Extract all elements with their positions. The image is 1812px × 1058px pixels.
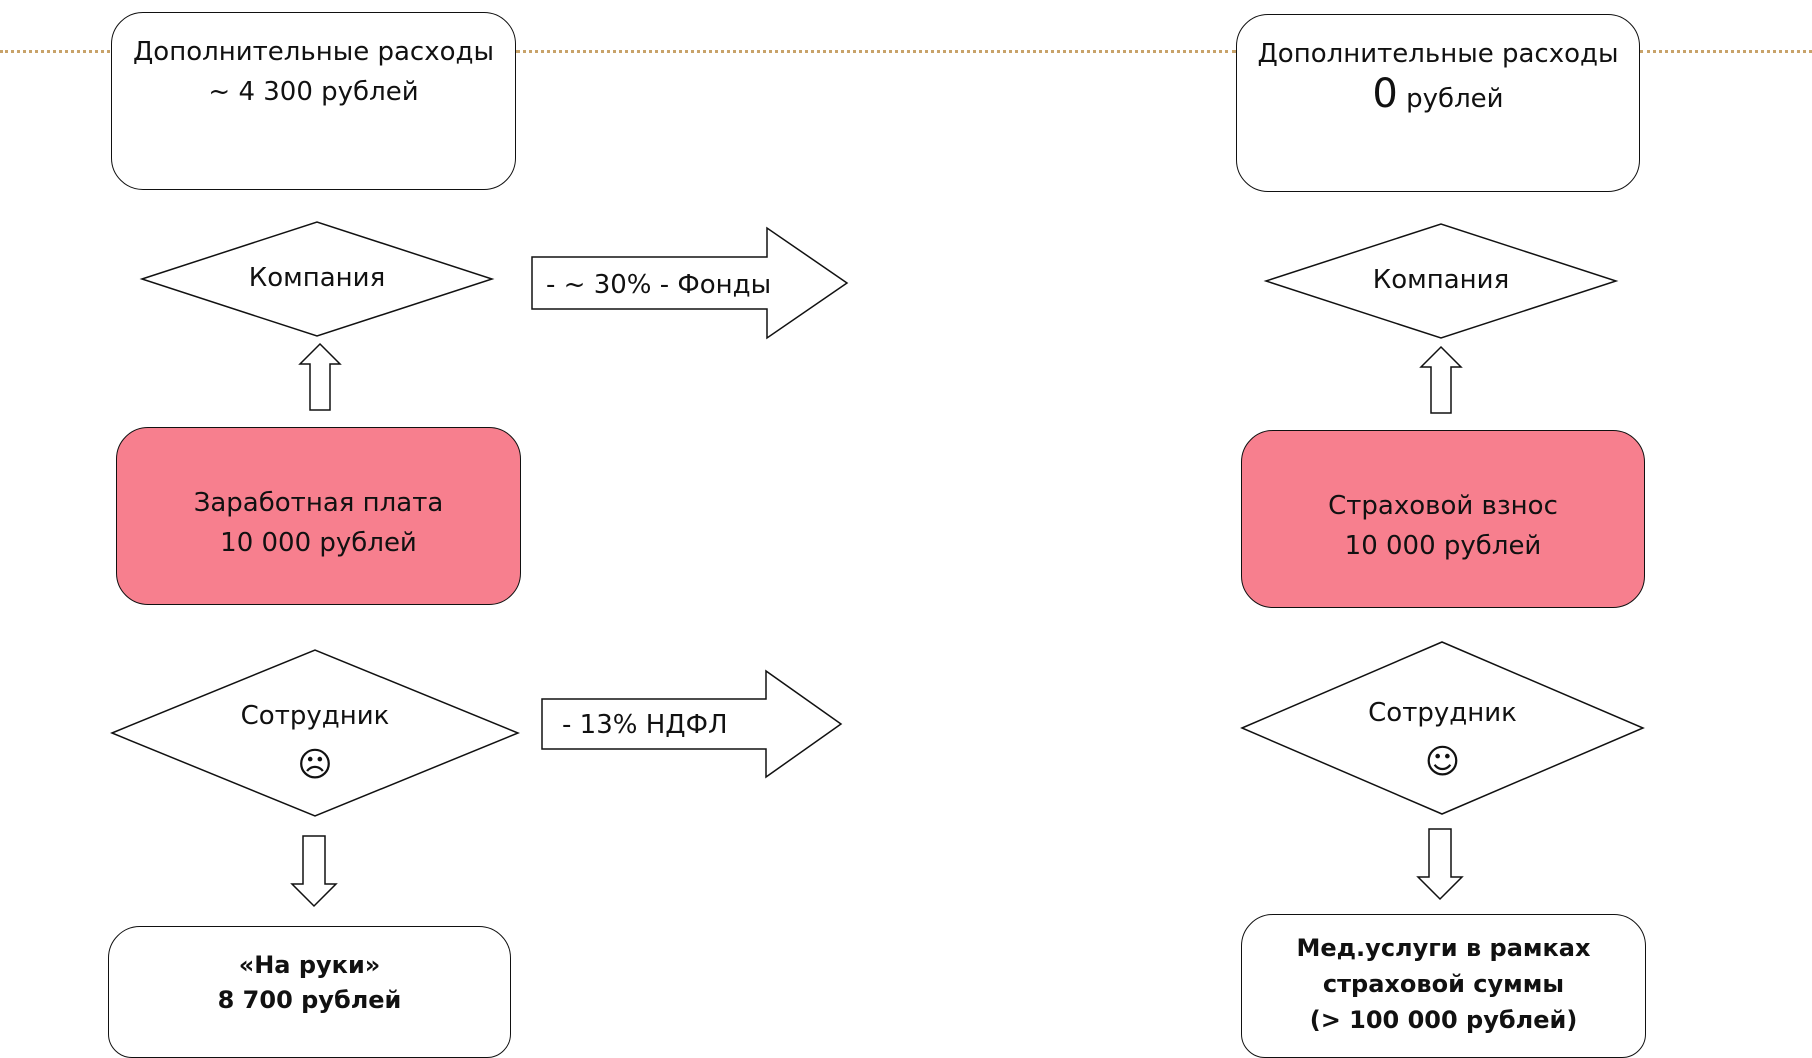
left-net-pay-title: «На руки»	[238, 951, 381, 979]
left-salary-title: Заработная плата	[193, 488, 444, 518]
right-medical-services-line3: (> 100 000 рублей)	[1309, 1006, 1578, 1034]
right-extra-costs-amount-line: 0 рублей	[1237, 74, 1639, 118]
dotted-divider-right	[1640, 50, 1812, 53]
left-salary-amount: 10 000 рублей	[220, 528, 417, 558]
left-net-pay-box: «На руки» 8 700 рублей	[108, 926, 511, 1058]
right-medical-services-line1: Мед.услуги в рамках	[1296, 934, 1591, 962]
right-up-arrow	[1419, 345, 1463, 414]
right-insurance-amount: 10 000 рублей	[1344, 531, 1542, 561]
smiley-face-icon: ☺	[1424, 742, 1461, 782]
dotted-divider-middle	[516, 50, 1236, 53]
left-funds-arrow	[531, 226, 849, 340]
right-extra-costs-title: Дополнительные расходы	[1257, 39, 1619, 69]
right-employee-label: Сотрудник	[1368, 698, 1517, 728]
left-salary-box: Заработная плата 10 000 рублей	[116, 427, 521, 605]
left-extra-costs-box: Дополнительные расходы ~ 4 300 рублей	[111, 12, 516, 190]
right-medical-services-line2: страховой суммы	[1322, 970, 1565, 998]
right-down-arrow	[1416, 828, 1464, 901]
left-down-arrow	[290, 835, 338, 908]
left-funds-arrow-label: - ~ 30% - Фонды	[546, 270, 772, 300]
left-employee-label: Сотрудник	[240, 701, 390, 731]
sad-face-icon: ☹	[297, 745, 333, 785]
left-tax-arrow-label: - 13% НДФЛ	[562, 710, 728, 740]
left-company-diamond	[139, 221, 495, 337]
left-net-pay-amount: 8 700 рублей	[217, 986, 402, 1014]
right-insurance-title: Страховой взнос	[1328, 491, 1558, 521]
right-medical-services-box: Мед.услуги в рамках страховой суммы (> 1…	[1241, 914, 1646, 1058]
right-company-diamond	[1263, 223, 1619, 339]
right-employee-diamond	[1240, 641, 1645, 815]
left-employee-diamond	[110, 649, 520, 817]
right-extra-costs-unit: рублей	[1406, 84, 1504, 114]
left-extra-costs-title: Дополнительные расходы	[132, 37, 495, 67]
right-extra-costs-amount: 0	[1372, 71, 1398, 117]
right-company-label: Компания	[1372, 265, 1510, 295]
right-extra-costs-box: Дополнительные расходы 0 рублей	[1236, 14, 1640, 192]
left-extra-costs-amount: ~ 4 300 рублей	[208, 77, 419, 107]
right-insurance-box: Страховой взнос 10 000 рублей	[1241, 430, 1645, 608]
dotted-divider-left	[0, 50, 110, 53]
left-company-label: Компания	[248, 263, 386, 293]
left-tax-arrow	[541, 669, 843, 779]
left-up-arrow	[298, 342, 342, 411]
